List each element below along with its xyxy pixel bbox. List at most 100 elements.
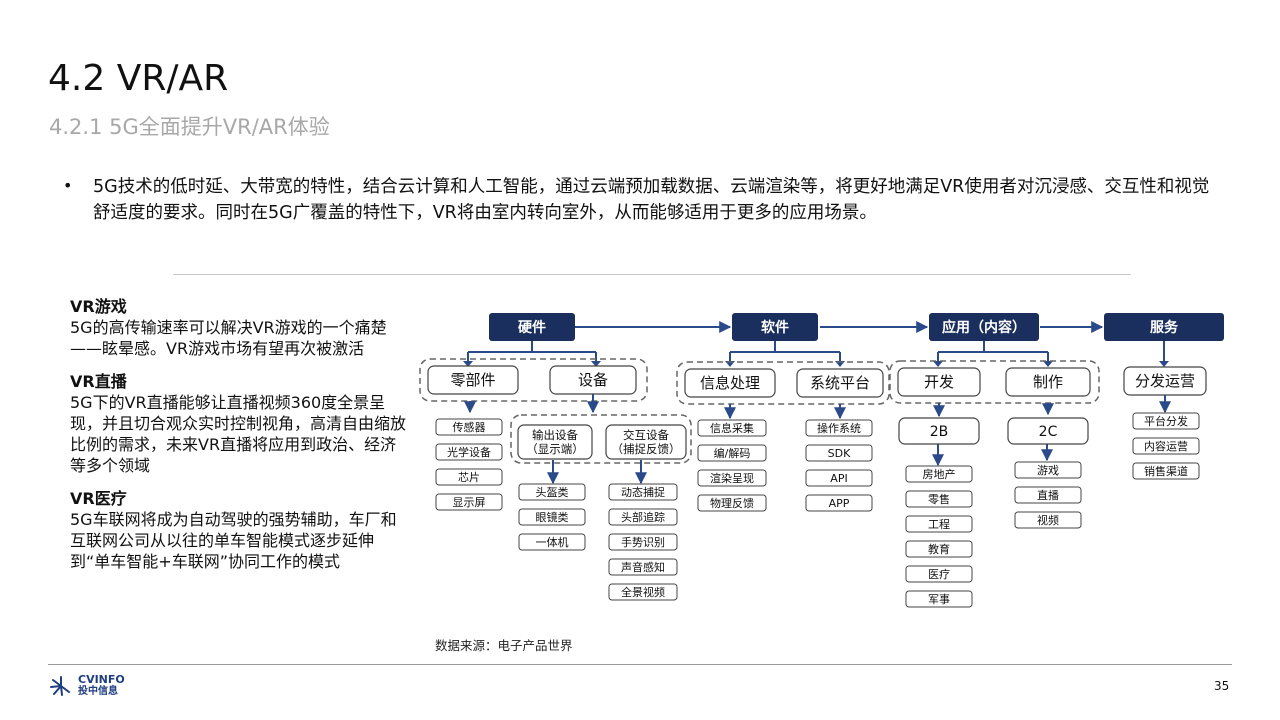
group-label: 设备	[578, 371, 608, 389]
hardware-label: 硬件	[518, 319, 546, 336]
item-label: 信息采集	[710, 421, 754, 435]
item-label: 一体机	[536, 535, 569, 549]
hardware-group-frame	[419, 358, 648, 402]
application-box	[929, 313, 1039, 341]
item-box	[805, 469, 873, 487]
item-label: 手势识别	[621, 535, 665, 549]
item-label: 操作系统	[817, 421, 861, 435]
connectors	[467, 341, 1165, 362]
item-box	[608, 483, 678, 501]
item-label: 传感器	[453, 421, 486, 434]
item-box	[697, 469, 767, 487]
item-box	[905, 515, 973, 533]
top-row: 硬件 软件 应用（内容） 服务	[489, 313, 1224, 341]
item-label: 内容运营	[1144, 439, 1188, 453]
item-box	[805, 419, 873, 437]
item-box	[905, 490, 973, 508]
item-label: 显示屏	[453, 496, 486, 509]
use-case-vr-game: VR游戏 5G的高传输速率可以解决VR游戏的一个痛楚——眩晕感。VR游戏市场有望…	[70, 296, 410, 359]
item-label: 全景视频	[621, 585, 665, 599]
item-box	[697, 444, 767, 462]
item-box	[905, 590, 973, 608]
item-box	[608, 533, 678, 551]
item-label: 视频	[1037, 513, 1059, 527]
item-box	[518, 483, 586, 501]
market-labels: 2B 2C	[930, 424, 1058, 440]
item-label: 医疗	[928, 567, 950, 581]
item-box	[805, 494, 873, 512]
item-label: 头部追踪	[621, 510, 665, 524]
item-box	[1132, 412, 1200, 430]
use-case-body: 5G车联网将成为自动驾驶的强势辅助，车厂和互联网公司从以往的单车智能模式逐步延伸…	[70, 510, 397, 571]
item-box	[518, 533, 586, 551]
logo-cn: 投中信息	[78, 686, 118, 697]
item-box	[435, 493, 503, 511]
item-label: 编/解码	[714, 446, 751, 460]
interaction-device-sub: （捕捉反馈）	[612, 442, 681, 456]
hardware-box	[489, 313, 575, 341]
output-device-sub: （显示端）	[526, 442, 584, 456]
service-box	[1104, 313, 1224, 341]
software-box	[732, 313, 818, 341]
item-label: 军事	[928, 593, 950, 606]
item-box	[1014, 486, 1082, 504]
logo-en: CVINFO	[78, 673, 125, 686]
page-title: 4.2 VR/AR	[48, 58, 229, 99]
use-case-list: VR游戏 5G的高传输速率可以解决VR游戏的一个痛楚——眩晕感。VR游戏市场有望…	[70, 296, 410, 584]
item-label: 直播	[1037, 488, 1059, 502]
page-subtitle: 4.2.1 5G全面提升VR/AR体验	[49, 115, 330, 139]
item-label: SDK	[828, 447, 851, 460]
footer-divider	[48, 664, 1232, 665]
bullet-text: 5G技术的低时延、大带宽的特性，结合云计算和人工智能，通过云端预加载数据、云端渲…	[93, 177, 1210, 223]
service-label: 服务	[1150, 319, 1179, 336]
interaction-device-label: 交互设备	[623, 428, 669, 442]
item-label: 渲染呈现	[710, 471, 754, 485]
item-label: 声音感知	[621, 560, 665, 574]
use-case-title: VR直播	[70, 372, 127, 391]
bullet-icon: •	[63, 176, 73, 195]
group-labels: 零部件 设备 信息处理 系统平台 开发 制作 分发运营	[450, 371, 1195, 392]
logo-icon	[50, 676, 70, 696]
item-box	[905, 465, 973, 483]
device-type-boxes	[517, 424, 687, 460]
use-case-title: VR游戏	[70, 297, 127, 316]
use-case-body: 5G下的VR直播能够让直播视频360度全景呈现，并且切合观众实时控制视角，高清自…	[70, 393, 407, 475]
item-label: 教育	[928, 542, 950, 556]
use-case-vr-medical: VR医疗 5G车联网将成为自动驾驶的强势辅助，车厂和互联网公司从以往的单车智能模…	[70, 488, 410, 572]
item-box	[435, 468, 503, 486]
group-label: 信息处理	[700, 374, 760, 392]
page-number: 35	[1214, 679, 1230, 693]
down-arrows	[464, 394, 1171, 485]
source-note: 数据来源：电子产品世界	[435, 638, 573, 653]
item-box	[435, 418, 503, 436]
item-box	[435, 443, 503, 461]
item-label: 动态捕捉	[621, 485, 665, 499]
group-label: 分发运营	[1135, 372, 1195, 390]
item-box	[608, 558, 678, 576]
item-label: 芯片	[458, 470, 480, 484]
item-box	[608, 508, 678, 526]
item-box	[805, 444, 873, 462]
bullet-paragraph: • 5G技术的低时延、大带宽的特性，结合云计算和人工智能，通过云端预加载数据、云…	[63, 174, 1223, 226]
item-lists: 传感器光学设备芯片显示屏头盔类眼镜类一体机动态捕捉头部追踪手势识别声音感知全景视…	[435, 412, 1200, 608]
logo-text: CVINFO 投中信息	[78, 674, 125, 698]
group-label: 制作	[1033, 373, 1063, 391]
group-label: 开发	[924, 373, 954, 391]
group-label: 系统平台	[810, 374, 870, 392]
application-group-frame	[889, 360, 1100, 404]
item-label: 工程	[928, 518, 950, 531]
item-box	[1014, 511, 1082, 529]
item-label: 房地产	[923, 467, 956, 481]
item-box	[1014, 461, 1082, 479]
market-boxes	[898, 417, 1089, 445]
item-box	[905, 540, 973, 558]
item-label: 眼镜类	[536, 510, 569, 524]
item-box	[1132, 462, 1200, 480]
software-label: 软件	[761, 319, 789, 336]
group-boxes	[427, 365, 1207, 398]
device-type-frame	[510, 414, 692, 464]
b2b-label: 2B	[930, 424, 949, 440]
divider	[173, 274, 1131, 275]
item-box	[1132, 437, 1200, 455]
